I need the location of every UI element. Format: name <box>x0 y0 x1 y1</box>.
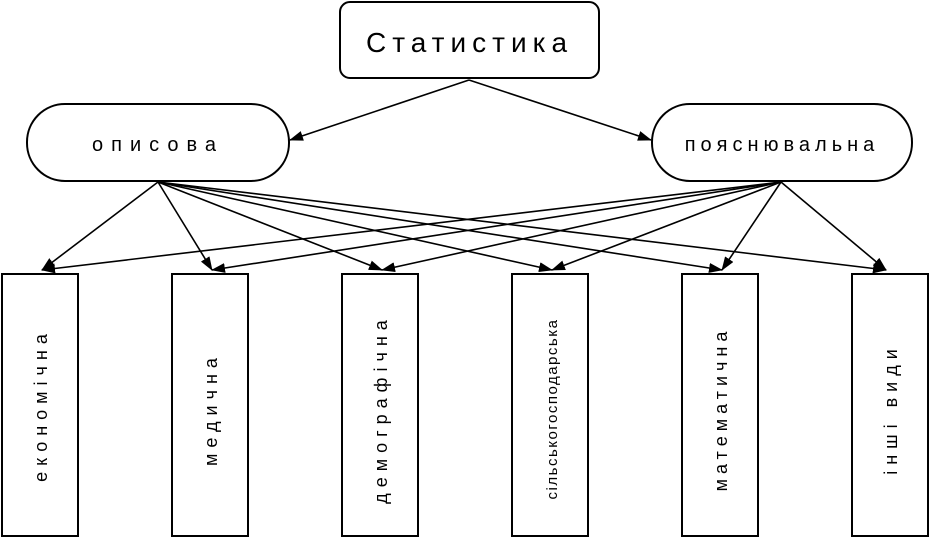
branch-box-descriptive <box>26 103 290 182</box>
branch-label-descriptive: описова <box>92 134 224 156</box>
root-label: Статистика <box>366 27 573 58</box>
leaf-label-economic: економічна <box>31 328 51 482</box>
arrow-root-to-explanatory <box>468 79 652 141</box>
edges-layer <box>41 79 887 274</box>
leaf-node-demographic: демографічна <box>341 273 419 537</box>
arrow-descriptive-to-demographic <box>157 181 383 271</box>
arrow-descriptive-to-economic <box>41 181 159 271</box>
leaf-box-agricultural <box>511 273 589 537</box>
arrow-explanatory-to-medical <box>211 181 782 273</box>
branch-node-descriptive: описова <box>26 103 290 182</box>
arrow-explanatory-to-mathematical <box>721 181 782 271</box>
arrow-explanatory-to-agricultural <box>551 181 782 271</box>
arrow-descriptive-to-other <box>157 181 887 274</box>
arrow-descriptive-to-medical <box>157 181 213 271</box>
arrow-descriptive-to-agricultural <box>157 181 553 273</box>
leaf-node-agricultural: сільськогосподарська <box>511 273 589 537</box>
leaf-box-medical <box>171 273 249 537</box>
leaf-label-demographic: демографічна <box>371 314 391 504</box>
arrow-root-to-descriptive <box>289 79 470 141</box>
leaf-label-agricultural: сільськогосподарська <box>544 319 561 500</box>
leaf-node-medical: медична <box>171 273 249 537</box>
leaf-box-economic <box>1 273 79 537</box>
branch-label-explanatory: пояснювальна <box>685 134 880 156</box>
arrow-explanatory-to-economic <box>41 181 782 274</box>
leaf-label-other: інші види <box>881 343 901 475</box>
leaf-box-demographic <box>341 273 419 537</box>
leaf-node-other: інші види <box>851 273 929 537</box>
arrow-explanatory-to-other <box>780 181 887 271</box>
leaf-box-other <box>851 273 929 537</box>
arrow-explanatory-to-demographic <box>381 181 782 273</box>
leaf-label-medical: медична <box>201 352 221 466</box>
leaf-box-mathematical <box>681 273 759 537</box>
root-box <box>339 1 600 79</box>
branch-node-explanatory: пояснювальна <box>651 103 913 182</box>
leaf-node-economic: економічна <box>1 273 79 537</box>
leaf-node-mathematical: математична <box>681 273 759 537</box>
arrow-descriptive-to-mathematical <box>157 181 723 273</box>
branch-box-explanatory <box>651 103 913 182</box>
root-node: Статистика <box>339 1 600 79</box>
leaf-label-mathematical: математична <box>711 327 731 492</box>
